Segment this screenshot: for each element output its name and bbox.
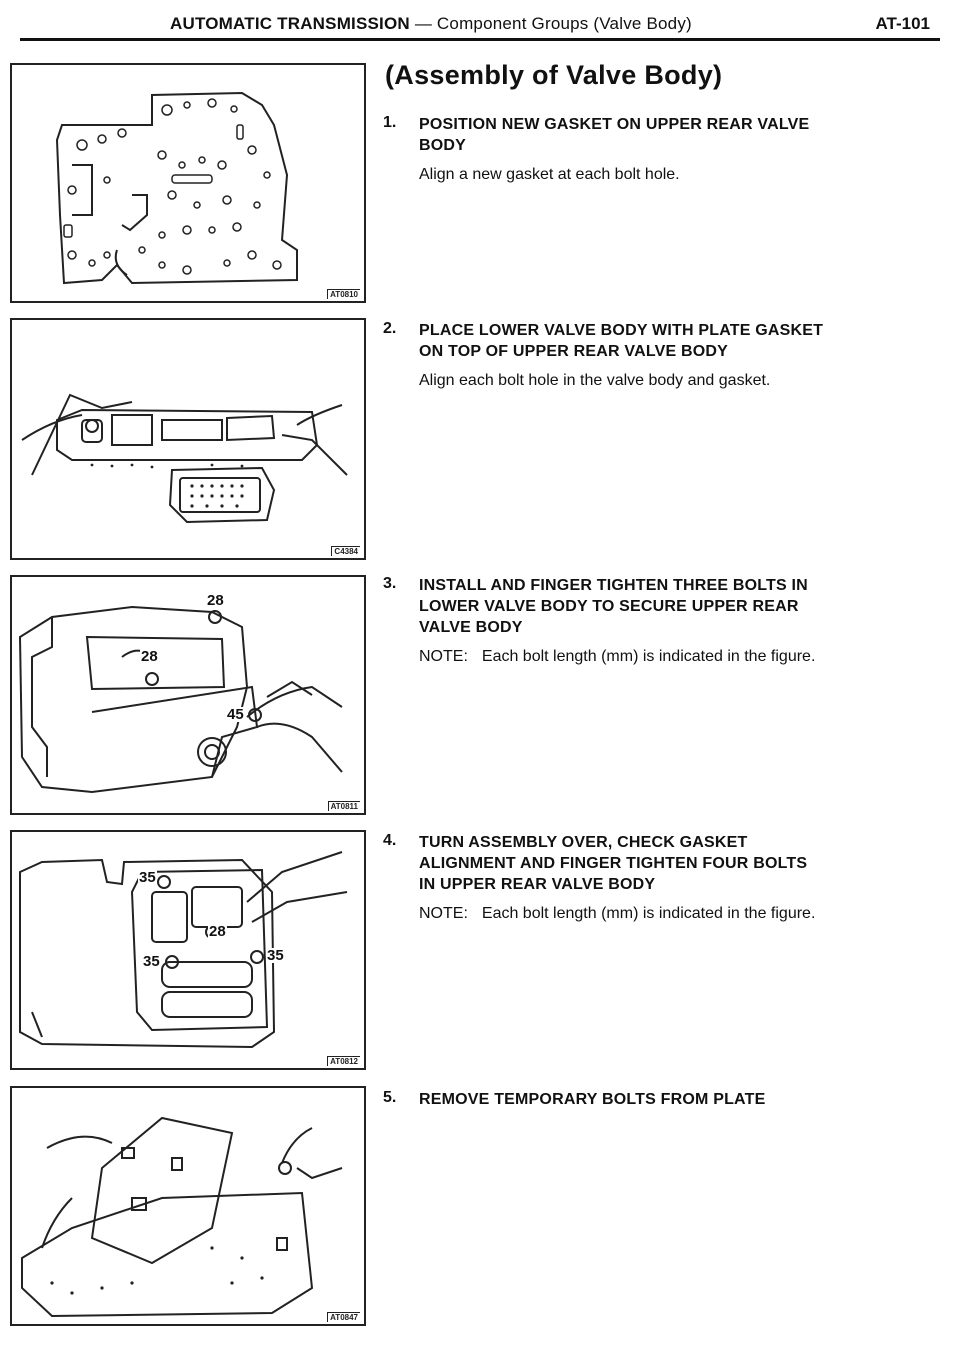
three-bolts-illustration [18, 605, 343, 794]
page-number: AT-101 [875, 14, 931, 33]
header-title-main: AUTOMATIC TRANSMISSION [170, 14, 410, 33]
note-text: Each bolt length (mm) is indicated in th… [481, 905, 816, 922]
bolt-length-label: 45 [226, 706, 245, 723]
step-number: 1. [383, 114, 397, 131]
remove-bolts-illustration [21, 1116, 343, 1318]
figure-code: AT0810 [327, 289, 360, 299]
section-title: (Assembly of Valve Body) [385, 60, 723, 90]
gasket-illustration [55, 91, 298, 285]
step-heading: REMOVE TEMPORARY BOLTS FROM PLATE [419, 1091, 766, 1108]
step-number: 3. [383, 575, 397, 592]
step-number: 2. [383, 320, 397, 337]
bolt-length-label: 35 [266, 947, 285, 964]
step-2: 2. PLACE LOWER VALVE BODY WITH PLATE GAS… [383, 320, 943, 391]
step-number: 5. [383, 1089, 397, 1106]
figure-gasket: AT0810 [10, 63, 366, 303]
figure-lower-valve-body: C4384 [10, 318, 366, 560]
step-number: 4. [383, 832, 397, 849]
header-title: AUTOMATIC TRANSMISSION — Component Group… [170, 14, 692, 34]
note-label: NOTE: [419, 905, 468, 922]
bolt-length-label: 28 [208, 923, 227, 940]
figure-four-bolts: 35 28 35 35 AT0812 [10, 830, 366, 1070]
bolt-length-label: 28 [206, 592, 225, 609]
step-4: 4. TURN ASSEMBLY OVER, CHECK GASKET ALIG… [383, 832, 943, 924]
four-bolts-illustration [19, 851, 348, 1049]
page-header: AUTOMATIC TRANSMISSION — Component Group… [20, 12, 940, 41]
step-heading: INSTALL AND FINGER TIGHTEN THREE BOLTS I… [419, 577, 808, 636]
step-note: NOTE: Each bolt length (mm) is indicated … [419, 903, 943, 924]
step-body: Align each bolt hole in the valve body a… [419, 372, 771, 389]
figure-three-bolts: 28 28 45 AT0811 [10, 575, 366, 815]
step-3: 3. INSTALL AND FINGER TIGHTEN THREE BOLT… [383, 575, 943, 667]
step-note: NOTE: Each bolt length (mm) is indicated … [419, 646, 943, 667]
step-heading: PLACE LOWER VALVE BODY WITH PLATE GASKET… [419, 322, 824, 360]
step-5: 5. REMOVE TEMPORARY BOLTS FROM PLATE [383, 1089, 943, 1110]
bolt-length-label: 35 [142, 953, 161, 970]
step-heading: POSITION NEW GASKET ON UPPER REAR VALVE … [419, 116, 810, 154]
lower-valve-body-illustration [21, 393, 348, 524]
note-label: NOTE: [419, 648, 468, 665]
bolt-length-label: 35 [138, 869, 157, 886]
bolt-length-label: 28 [140, 648, 159, 665]
step-body: Align a new gasket at each bolt hole. [419, 166, 680, 183]
note-text: Each bolt length (mm) is indicated in th… [481, 648, 816, 665]
step-1: 1. POSITION NEW GASKET ON UPPER REAR VAL… [383, 114, 943, 185]
header-subtitle: — Component Groups (Valve Body) [409, 14, 692, 33]
step-heading: TURN ASSEMBLY OVER, CHECK GASKET ALIGNME… [419, 834, 808, 893]
figure-remove-bolts: AT0847 [10, 1086, 366, 1326]
figure-code: AT0811 [327, 801, 360, 811]
figure-code: AT0812 [327, 1056, 360, 1066]
figure-code: AT0847 [327, 1312, 360, 1322]
figure-code: C4384 [331, 546, 360, 556]
